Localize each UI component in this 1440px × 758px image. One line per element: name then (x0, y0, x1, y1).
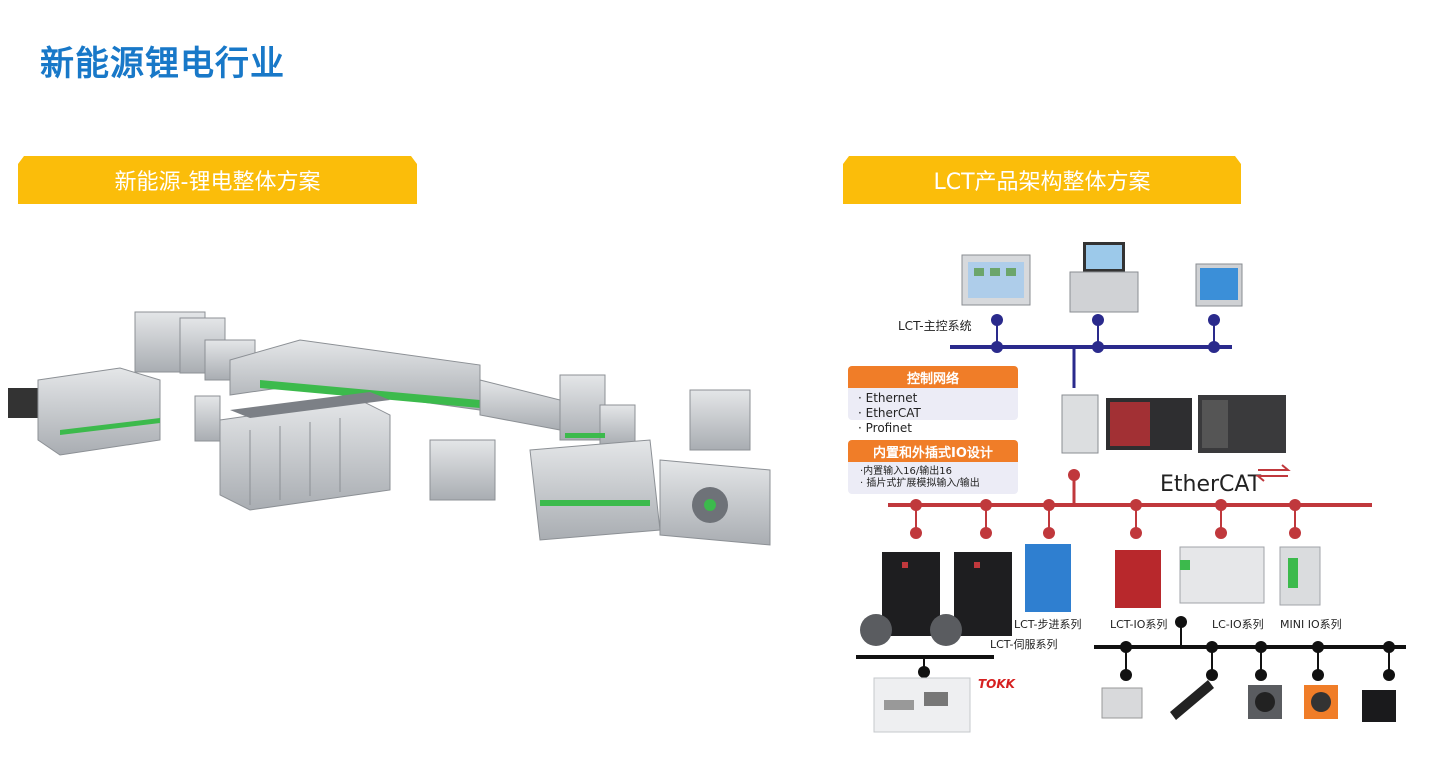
rack-array (219, 392, 391, 511)
industrial-pc (1069, 242, 1139, 313)
ethercat-bus (888, 469, 1372, 539)
control-network-list: · Ethernet · EtherCAT · Profinet (858, 391, 921, 436)
left-assembly-machines (8, 367, 221, 456)
control-network-title: 控制网络 (848, 366, 1018, 388)
lct-io-label: LCT-IO系列 (1110, 617, 1167, 631)
list-item: · Ethernet (858, 391, 918, 405)
tokk-sensor-group (873, 677, 971, 733)
left-section-title: 新能源-锂电整体方案 (114, 170, 321, 195)
sensor-bus-left (856, 655, 994, 678)
lct-io-module (1115, 550, 1161, 608)
tokk-logo: TOKK (978, 677, 1017, 691)
page-title: 新能源锂电行业 (40, 44, 285, 84)
ethercat-logo: EtherCAT (1160, 472, 1262, 497)
main-control-label: LCT-主控系统 (898, 319, 972, 333)
list-item: · EtherCAT (858, 406, 921, 420)
left-section-banner: 新能源-锂电整体方案 (18, 156, 417, 204)
production-line-illustration (8, 311, 771, 546)
mini-io-label: MINI IO系列 (1280, 617, 1342, 631)
architecture-diagram: LCT-主控系统 EtherCAT (856, 242, 1406, 733)
lower-assembly-line (429, 439, 771, 546)
mini-io-module (1279, 546, 1321, 606)
right-upper-machines (559, 374, 751, 451)
hmi-panel-left (961, 254, 1031, 306)
lc-io-label: LC-IO系列 (1212, 617, 1264, 631)
stepper-drive (1025, 544, 1071, 612)
io-design-title: 内置和外插式IO设计 (848, 440, 1018, 462)
list-item: ·内置输入16/输出16 (860, 466, 952, 477)
sensor-bus-right (1094, 616, 1406, 681)
ethercat-arrows-icon (1255, 464, 1291, 482)
list-item: · 插片式扩展模拟输入/输出 (860, 478, 980, 489)
servo-label: LCT-伺服系列 (990, 637, 1058, 651)
field-sensors (1101, 680, 1396, 722)
control-network-box: 控制网络 · Ethernet · EtherCAT · Profinet (848, 366, 1018, 435)
servo-drives (860, 552, 1012, 646)
right-section-title: LCT产品架构整体方案 (933, 170, 1151, 195)
hmi-panel-right (1195, 263, 1243, 307)
io-design-box: 内置和外插式IO设计 ·内置输入16/输出16 · 插片式扩展模拟输入/输出 (848, 440, 1018, 494)
right-section-banner: LCT产品架构整体方案 (843, 156, 1241, 204)
io-design-list: ·内置输入16/输出16 · 插片式扩展模拟输入/输出 (860, 466, 980, 490)
control-bus (950, 314, 1232, 388)
stepper-label: LCT-步进系列 (1014, 617, 1082, 631)
list-item: · Profinet (858, 421, 912, 435)
plc-controllers (1061, 394, 1286, 454)
lc-io-module (1179, 546, 1265, 604)
